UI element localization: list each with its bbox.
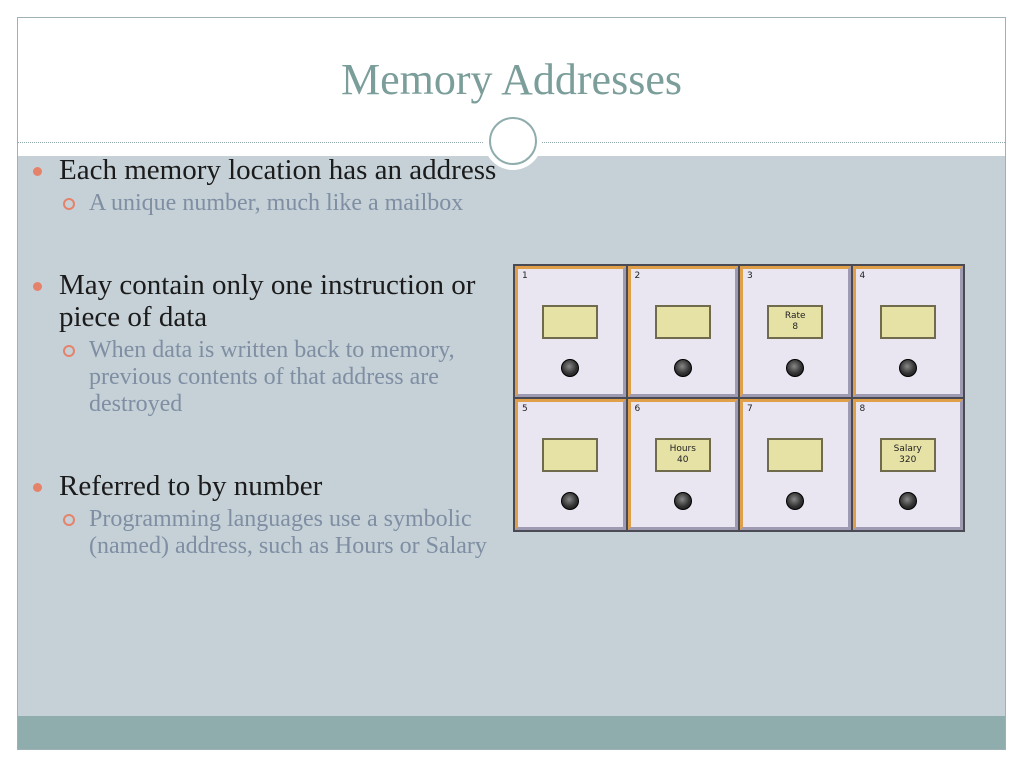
sub-bullet-text: Programming languages use a symbolic (na… [89,506,487,559]
circle-ornament-icon [488,116,538,166]
mailbox-value: 8 [792,322,799,332]
mailbox-knob-icon [561,359,580,377]
mailbox-1: 1 [515,266,626,397]
mailbox-4: 4 [852,266,963,397]
mailbox-name: Salary [893,444,922,454]
mailbox-number: 5 [522,404,528,414]
mailbox-label: Hours 40 [654,438,711,472]
mailbox-label [879,305,936,339]
mailbox-knob-icon [786,359,805,377]
bullet-dot-icon [33,483,42,492]
mailbox-knob-icon [561,492,580,510]
mailbox-number: 7 [747,404,753,414]
mailbox-grid: 1 2 3 Rate 8 4 5 [513,264,965,532]
mailbox-3: 3 Rate 8 [740,266,851,397]
footer-band [18,716,1005,749]
bullet-dot-icon [33,282,42,291]
sub-bullet-item: Programming languages use a symbolic (na… [30,506,510,560]
mailbox-number: 8 [859,404,866,414]
sub-bullet-text: A unique number, much like a mailbox [89,190,464,216]
sub-bullet-ring-icon [63,514,75,526]
mailbox-name: Hours [669,444,696,454]
mailbox-2: 2 [627,266,738,397]
bullet-text: Referred to by number [59,470,323,502]
bullet-group: Referred to by number Programming langua… [30,470,510,560]
mailbox-label: Rate 8 [767,305,824,339]
bullet-item: Each memory location has an address [30,154,510,186]
mailbox-value: 320 [899,455,917,465]
sub-bullet-item: A unique number, much like a mailbox [30,190,510,217]
sub-bullet-item: When data is written back to memory, pre… [30,337,510,418]
mailbox-7: 7 [740,399,851,530]
bullet-item: Referred to by number [30,470,510,502]
mailbox-name: Rate [784,311,806,321]
mailbox-label [767,438,824,472]
mailbox-label [542,305,599,339]
mailbox-label: Salary 320 [879,438,936,472]
sub-bullet-ring-icon [63,345,75,357]
bullet-text: May contain only one instruction or piec… [59,269,476,333]
mailbox-number: 4 [859,271,866,281]
mailbox-label [542,438,599,472]
mailbox-label [654,305,711,339]
bullet-item: May contain only one instruction or piec… [30,269,510,333]
mailbox-8: 8 Salary 320 [852,399,963,530]
bullet-group: May contain only one instruction or piec… [30,269,510,418]
bullet-dot-icon [33,167,42,176]
mailbox-5: 5 [515,399,626,530]
mailbox-number: 6 [634,404,641,414]
mailbox-knob-icon [673,492,692,510]
mailbox-knob-icon [898,492,917,510]
bullet-group: Each memory location has an address A un… [30,154,510,217]
mailbox-number: 3 [747,271,753,281]
mailbox-number: 1 [522,271,528,281]
bullet-text: Each memory location has an address [59,154,497,186]
bullet-list: Each memory location has an address A un… [30,154,510,560]
mailbox-knob-icon [786,492,805,510]
slide-title: Memory Addresses [341,55,682,104]
sub-bullet-ring-icon [63,198,75,210]
mailbox-knob-icon [898,359,917,377]
mailbox-6: 6 Hours 40 [627,399,738,530]
mailbox-number: 2 [634,271,641,281]
sub-bullet-text: When data is written back to memory, pre… [89,337,455,417]
mailbox-knob-icon [673,359,692,377]
mailbox-value: 40 [677,455,689,465]
